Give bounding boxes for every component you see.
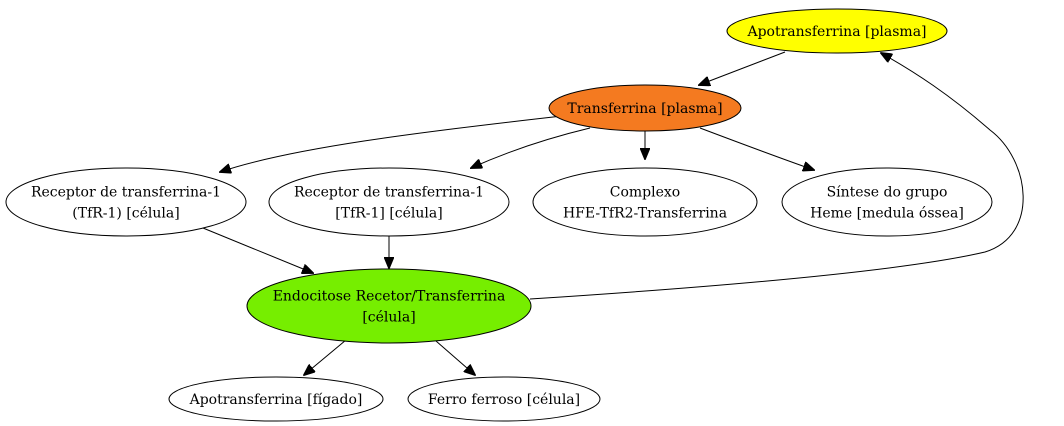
node-shape-endocitose bbox=[246, 268, 532, 344]
node-shape-apotransferrina-plasma bbox=[726, 8, 948, 54]
node-ferro-ferroso: Ferro ferroso [célula] bbox=[407, 376, 601, 422]
node-shape-apotransferrina-figado bbox=[168, 376, 384, 422]
node-shape-ferro-ferroso bbox=[407, 376, 601, 422]
node-label-complexo: HFE-TfR2-Transferrina bbox=[563, 206, 727, 222]
node-label-receptor-1: Receptor de transferrina-1 bbox=[31, 185, 221, 201]
node-label-receptor-1: (TfR-1) [célula] bbox=[72, 206, 179, 222]
node-label-apotransferrina-figado: Apotransferrina [fígado] bbox=[189, 392, 363, 408]
node-shape-receptor-2 bbox=[268, 167, 510, 237]
node-label-endocitose: [célula] bbox=[362, 310, 415, 326]
edge-transferrina-plasma-to-receptor-1 bbox=[220, 115, 563, 172]
edge-endocitose-to-ferro-ferroso bbox=[435, 340, 475, 375]
node-label-receptor-2: [TfR-1] [célula] bbox=[335, 206, 442, 222]
node-shape-complexo bbox=[532, 167, 758, 237]
node-shape-transferrina-plasma bbox=[548, 84, 742, 132]
node-label-complexo: Complexo bbox=[610, 185, 680, 201]
node-label-endocitose: Endocitose Recetor/Transferrina bbox=[273, 289, 506, 305]
node-shape-receptor-1 bbox=[5, 167, 247, 237]
edge-endocitose-to-apotransferrina-figado bbox=[304, 339, 347, 375]
edges-layer bbox=[202, 51, 1024, 375]
node-apotransferrina-plasma: Apotransferrina [plasma] bbox=[726, 8, 948, 54]
node-transferrina-plasma: Transferrina [plasma] bbox=[548, 84, 742, 132]
node-apotransferrina-figado: Apotransferrina [fígado] bbox=[168, 376, 384, 422]
edge-endocitose-to-apotransferrina-plasma bbox=[529, 53, 1024, 300]
node-label-sintese: Heme [medula óssea] bbox=[810, 206, 964, 222]
nodes-layer: Apotransferrina [plasma] Transferrina [pl… bbox=[5, 8, 993, 422]
node-label-receptor-2: Receptor de transferrina-1 bbox=[294, 185, 484, 201]
node-label-ferro-ferroso: Ferro ferroso [célula] bbox=[428, 392, 580, 408]
edge-transferrina-plasma-to-sintese bbox=[699, 127, 814, 170]
node-receptor-1: Receptor de transferrina-1 (TfR-1) [célul… bbox=[5, 167, 247, 237]
node-receptor-2: Receptor de transferrina-1 [TfR-1] [célul… bbox=[268, 167, 510, 237]
node-label-sintese: Síntese do grupo bbox=[827, 185, 948, 201]
node-endocitose: Endocitose Recetor/Transferrina [célula] bbox=[246, 268, 532, 344]
node-label-transferrina-plasma: Transferrina [plasma] bbox=[567, 101, 722, 117]
edge-receptor-1-to-endocitose bbox=[202, 227, 313, 273]
edge-transferrina-plasma-to-receptor-2 bbox=[471, 127, 591, 168]
node-shape-sintese bbox=[781, 167, 993, 237]
node-label-apotransferrina-plasma: Apotransferrina [plasma] bbox=[746, 24, 926, 40]
edge-apotransferrina-plasma-to-transferrina-plasma bbox=[699, 51, 786, 85]
